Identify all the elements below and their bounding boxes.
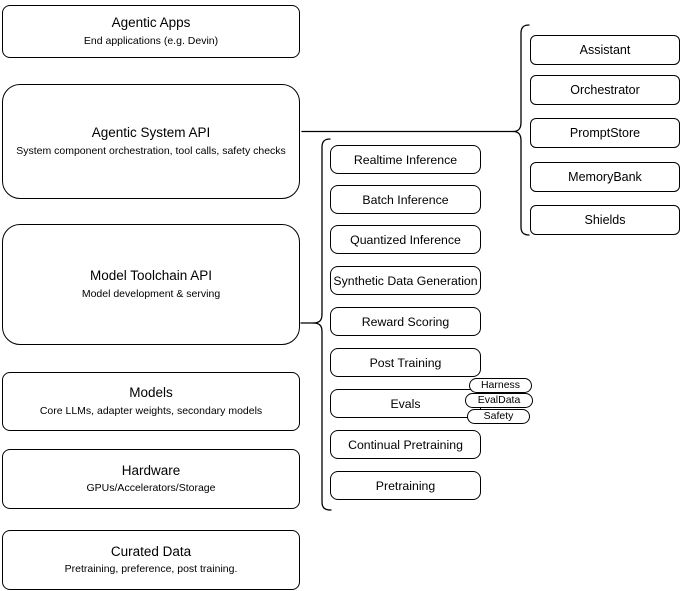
node-subtitle: Pretraining, preference, post training. bbox=[64, 563, 238, 576]
node-models: Models Core LLMs, adapter weights, secon… bbox=[2, 372, 300, 431]
tag-evaldata: EvalData bbox=[465, 393, 533, 408]
node-model-toolchain-api: Model Toolchain API Model development & … bbox=[2, 224, 300, 345]
node-realtime-inference: Realtime Inference bbox=[330, 145, 481, 174]
toolchain-brace bbox=[312, 138, 332, 511]
node-label: Continual Pretraining bbox=[348, 437, 463, 452]
node-label: Synthetic Data Generation bbox=[333, 273, 478, 288]
tag-harness: Harness bbox=[469, 378, 532, 393]
node-subtitle: GPUs/Accelerators/Storage bbox=[86, 482, 216, 495]
node-batch-inference: Batch Inference bbox=[330, 185, 481, 214]
node-label: Shields bbox=[584, 213, 626, 227]
tag-safety: Safety bbox=[467, 409, 530, 424]
node-agentic-system-api: Agentic System API System component orch… bbox=[2, 84, 300, 199]
node-title: Hardware bbox=[121, 462, 181, 478]
node-title: Model Toolchain API bbox=[89, 268, 213, 284]
node-label: MemoryBank bbox=[568, 170, 642, 184]
tag-label: Safety bbox=[483, 410, 514, 423]
node-label: Realtime Inference bbox=[353, 152, 458, 167]
node-subtitle: System component orchestration, tool cal… bbox=[16, 144, 286, 157]
node-label: Batch Inference bbox=[362, 192, 449, 207]
node-hardware: Hardware GPUs/Accelerators/Storage bbox=[2, 449, 300, 509]
node-label: PromptStore bbox=[569, 126, 641, 140]
node-curated-data: Curated Data Pretraining, preference, po… bbox=[2, 530, 300, 590]
node-title: Agentic Apps bbox=[111, 15, 191, 31]
node-label: Pretraining bbox=[375, 478, 436, 493]
node-continual-pretraining: Continual Pretraining bbox=[330, 430, 481, 459]
node-evals: Evals bbox=[330, 389, 481, 418]
node-title: Curated Data bbox=[110, 543, 192, 559]
node-label: Evals bbox=[390, 396, 421, 411]
node-subtitle: Core LLMs, adapter weights, secondary mo… bbox=[39, 404, 263, 417]
node-memorybank: MemoryBank bbox=[530, 162, 680, 192]
tag-label: Harness bbox=[480, 379, 521, 392]
system-components-brace bbox=[512, 24, 530, 236]
node-agentic-apps: Agentic Apps End applications (e.g. Devi… bbox=[2, 5, 300, 58]
node-shields: Shields bbox=[530, 205, 680, 235]
node-title: Models bbox=[129, 385, 173, 401]
node-orchestrator: Orchestrator bbox=[530, 75, 680, 105]
node-post-training: Post Training bbox=[330, 348, 481, 377]
node-label: Quantized Inference bbox=[350, 232, 461, 247]
node-title: Agentic System API bbox=[91, 125, 211, 141]
node-pretraining: Pretraining bbox=[330, 471, 481, 500]
node-label: Reward Scoring bbox=[361, 314, 450, 329]
node-assistant: Assistant bbox=[530, 35, 680, 65]
node-synthetic-data-generation: Synthetic Data Generation bbox=[330, 266, 481, 295]
node-label: Post Training bbox=[369, 355, 442, 370]
node-quantized-inference: Quantized Inference bbox=[330, 225, 481, 254]
tag-label: EvalData bbox=[477, 394, 521, 407]
node-subtitle: End applications (e.g. Devin) bbox=[83, 34, 219, 47]
node-label: Assistant bbox=[579, 43, 631, 57]
node-label: Orchestrator bbox=[570, 83, 640, 97]
node-subtitle: Model development & serving bbox=[81, 287, 221, 300]
node-promptstore: PromptStore bbox=[530, 118, 680, 148]
node-reward-scoring: Reward Scoring bbox=[330, 307, 481, 336]
